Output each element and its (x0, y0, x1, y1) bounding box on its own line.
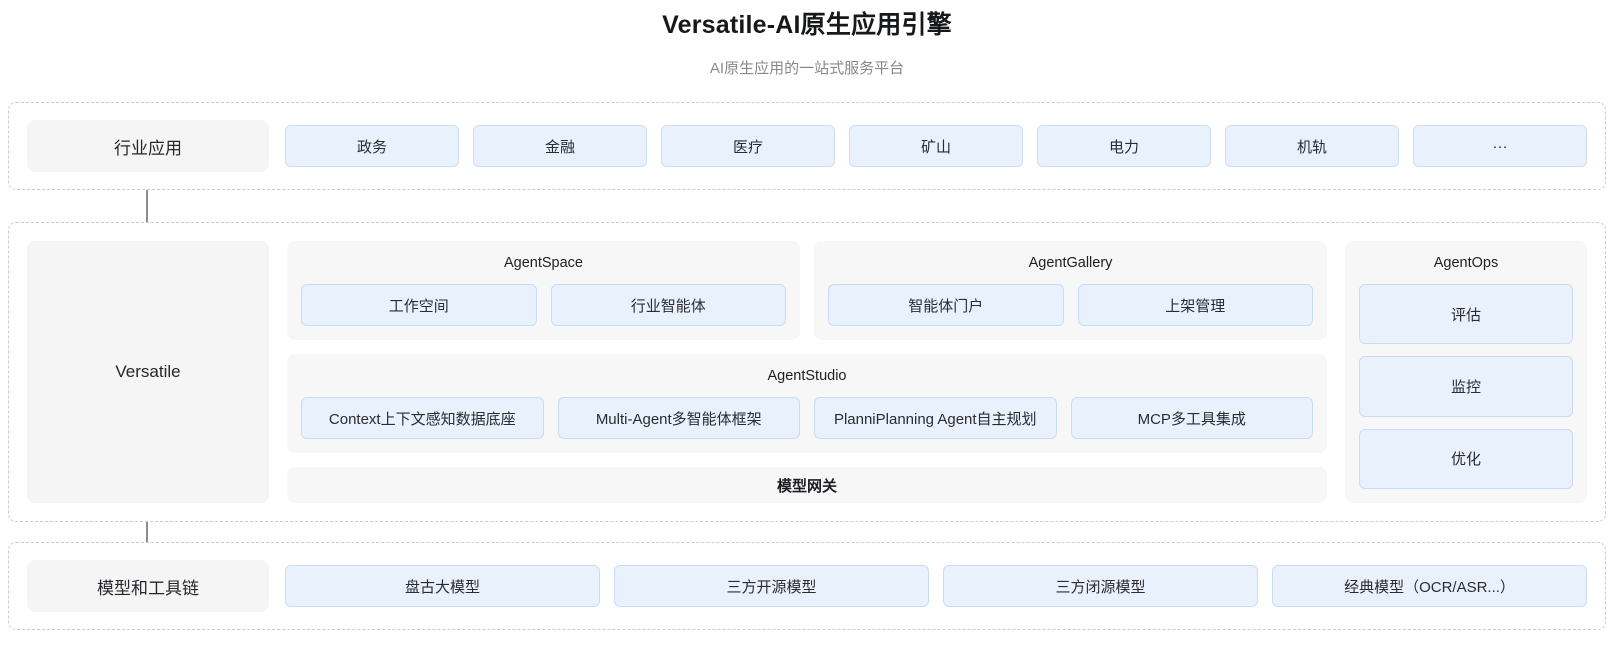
industry-tag[interactable]: 矿山 (849, 125, 1023, 167)
core-middle-column: AgentSpace 工作空间 行业智能体 AgentGallery 智能体门户… (287, 241, 1327, 503)
industry-tag[interactable]: 金融 (473, 125, 647, 167)
agentstudio-panel: AgentStudio Context上下文感知数据底座 Multi-Agent… (287, 354, 1327, 453)
industry-tag-more[interactable]: ··· (1413, 125, 1587, 167)
industry-tags: 政务 金融 医疗 矿山 电力 机轨 ··· (285, 125, 1587, 167)
agentstudio-tag[interactable]: MCP多工具集成 (1070, 397, 1313, 439)
models-label: 模型和工具链 (27, 560, 269, 612)
agentops-tag[interactable]: 评估 (1359, 284, 1573, 345)
model-tag[interactable]: 三方开源模型 (614, 565, 929, 607)
core-top-panels: AgentSpace 工作空间 行业智能体 AgentGallery 智能体门户… (287, 241, 1327, 340)
core-row: Versatile AgentSpace 工作空间 行业智能体 AgentGal… (9, 223, 1605, 521)
agentops-tag[interactable]: 监控 (1359, 356, 1573, 417)
agentops-panel: AgentOps 评估 监控 优化 (1345, 241, 1587, 503)
agentops-tags: 评估 监控 优化 (1359, 284, 1573, 489)
agentstudio-tag[interactable]: PlanniPlanning Agent自主规划 (814, 397, 1057, 439)
agentstudio-tag[interactable]: Context上下文感知数据底座 (301, 397, 544, 439)
agentspace-title: AgentSpace (503, 255, 583, 271)
agentspace-tag[interactable]: 工作空间 (301, 284, 537, 326)
industry-tag[interactable]: 政务 (285, 125, 459, 167)
core-platform-section: Versatile AgentSpace 工作空间 行业智能体 AgentGal… (8, 222, 1606, 522)
agentstudio-title: AgentStudio (767, 368, 847, 384)
models-tags: 盘古大模型 三方开源模型 三方闭源模型 经典模型（OCR/ASR...） (285, 565, 1587, 607)
industry-applications-section: 行业应用 政务 金融 医疗 矿山 电力 机轨 ··· (8, 102, 1606, 190)
model-gateway-bar[interactable]: 模型网关 (287, 467, 1327, 503)
agentspace-panel: AgentSpace 工作空间 行业智能体 (287, 241, 800, 340)
industry-row: 行业应用 政务 金融 医疗 矿山 电力 机轨 ··· (9, 103, 1605, 189)
industry-tag[interactable]: 电力 (1037, 125, 1211, 167)
industry-tag[interactable]: 机轨 (1225, 125, 1399, 167)
model-tag[interactable]: 三方闭源模型 (943, 565, 1258, 607)
agentgallery-tag[interactable]: 上架管理 (1077, 284, 1313, 326)
agentops-column: AgentOps 评估 监控 优化 (1345, 241, 1587, 503)
agentspace-tag[interactable]: 行业智能体 (550, 284, 786, 326)
agentops-title: AgentOps (1433, 255, 1499, 271)
agentgallery-tag[interactable]: 智能体门户 (828, 284, 1064, 326)
model-tag[interactable]: 盘古大模型 (285, 565, 600, 607)
versatile-label: Versatile (27, 241, 269, 503)
page-subtitle: AI原生应用的一站式服务平台 (709, 60, 905, 77)
agentops-tag[interactable]: 优化 (1359, 428, 1573, 489)
industry-label: 行业应用 (27, 120, 269, 172)
agentgallery-tags: 智能体门户 上架管理 (828, 284, 1313, 326)
industry-tag[interactable]: 医疗 (661, 125, 835, 167)
agentstudio-tag[interactable]: Multi-Agent多智能体框架 (557, 397, 800, 439)
agentgallery-title: AgentGallery (1028, 255, 1113, 271)
page-title: Versatile-AI原生应用引擎 (662, 11, 952, 39)
agentgallery-panel: AgentGallery 智能体门户 上架管理 (814, 241, 1327, 340)
models-row: 模型和工具链 盘古大模型 三方开源模型 三方闭源模型 经典模型（OCR/ASR.… (9, 543, 1605, 629)
agentspace-tags: 工作空间 行业智能体 (301, 284, 786, 326)
models-toolchain-section: 模型和工具链 盘古大模型 三方开源模型 三方闭源模型 经典模型（OCR/ASR.… (8, 542, 1606, 630)
page-header: Versatile-AI原生应用引擎 AI原生应用的一站式服务平台 (0, 0, 1614, 80)
agentstudio-tags: Context上下文感知数据底座 Multi-Agent多智能体框架 Plann… (301, 397, 1313, 439)
model-tag[interactable]: 经典模型（OCR/ASR...） (1272, 565, 1587, 607)
